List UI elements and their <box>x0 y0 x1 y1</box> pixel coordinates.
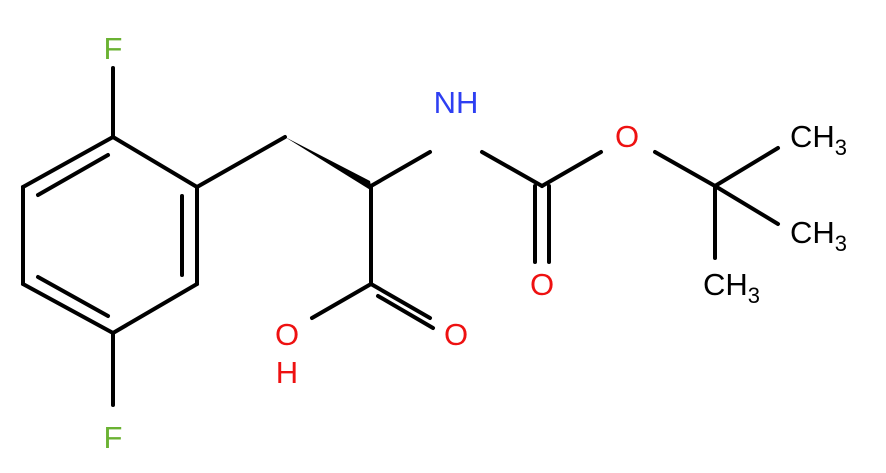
ring-inner-bond <box>36 153 110 197</box>
ring-bond <box>111 282 199 335</box>
benzene-ring <box>21 135 199 335</box>
methyl-label-3: CH3 <box>703 267 760 308</box>
o-c-bond <box>653 150 717 188</box>
ring-inner-bond <box>36 275 110 318</box>
acid-carbonyl-oxygen-label: O <box>444 317 468 352</box>
c-ch3-bond <box>713 184 780 226</box>
stereo-wedge-bond <box>285 137 372 191</box>
n-c-bond <box>480 150 544 188</box>
ester-oxygen-label: O <box>615 119 639 154</box>
hydroxyl-hydrogen-label: H <box>276 355 298 390</box>
c-ch3-bond <box>713 146 780 188</box>
c-n-bond <box>369 150 432 188</box>
acid-oh-bond <box>310 282 373 320</box>
methyl-label-2: CH3 <box>790 215 847 256</box>
c-o-bond <box>540 150 603 188</box>
benzyl-bond <box>195 135 287 189</box>
acid-double-bond <box>376 294 435 330</box>
ring-bond <box>111 135 199 189</box>
f-bottom-label: F <box>104 420 123 455</box>
methyl-label-1: CH3 <box>790 119 847 160</box>
hydroxyl-oxygen-label: O <box>275 317 299 352</box>
acid-double-bond <box>369 282 432 320</box>
boc-carbonyl-oxygen-label: O <box>530 267 554 302</box>
nh-label: NH <box>434 85 479 120</box>
ring-bond <box>21 282 115 335</box>
f-top-label: F <box>104 31 123 66</box>
ring-bond <box>21 135 115 189</box>
